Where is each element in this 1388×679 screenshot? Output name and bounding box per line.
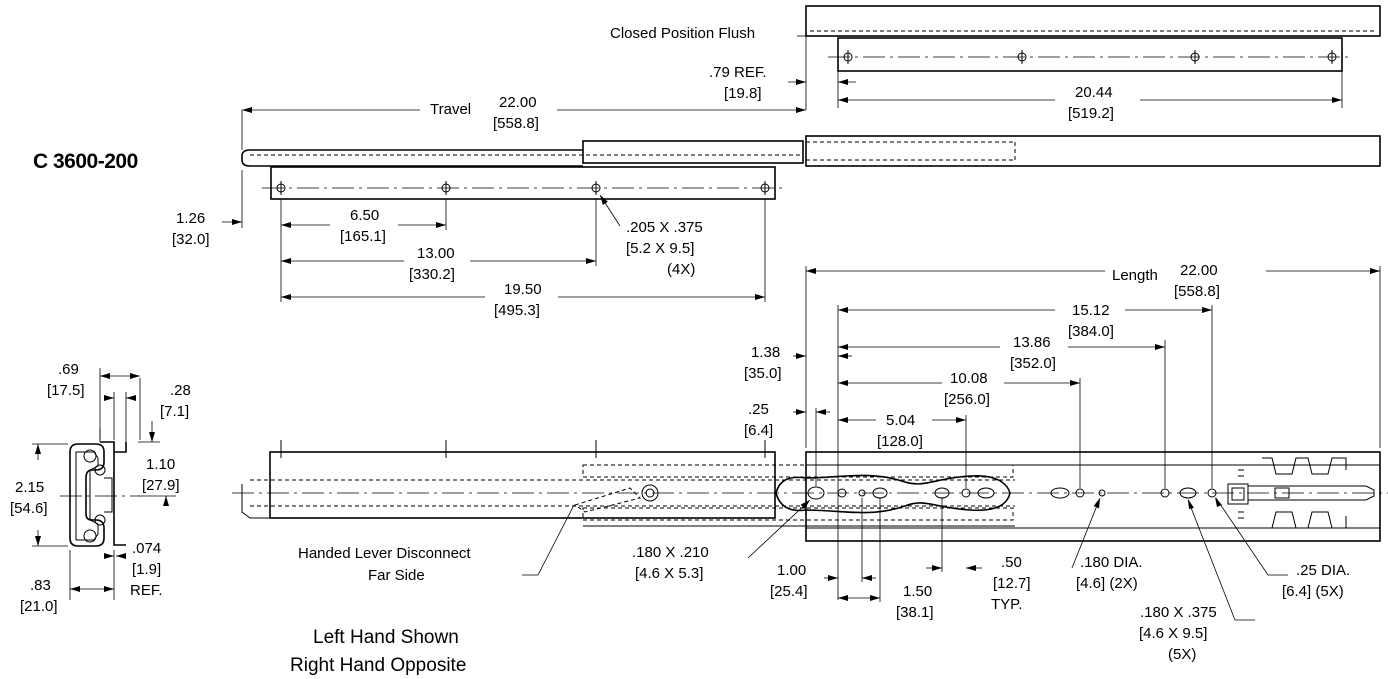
- dim-slot-205-mm: [5.2 X 9.5]: [626, 240, 694, 257]
- dim-length: 22.00: [1180, 262, 1218, 279]
- lever-note-line1: Handed Lever Disconnect: [298, 545, 471, 562]
- dim-28-mm: [7.1]: [160, 403, 189, 420]
- dim-dia-180-mm: [4.6] (2X): [1076, 575, 1138, 592]
- dim-650-mm: [165.1]: [340, 228, 386, 245]
- dim-28: .28: [170, 382, 191, 399]
- mount-hole-marks-extended: [276, 181, 770, 195]
- dim-2044: 20.44: [1075, 84, 1113, 101]
- dim-slot-205-qty: (4X): [667, 261, 695, 278]
- dim-1386-mm: [352.0]: [1010, 355, 1056, 372]
- dim-1008: 10.08: [950, 370, 988, 387]
- dim-25-mm: [6.4]: [744, 422, 773, 439]
- dim-slot-375-qty: (5X): [1168, 646, 1196, 663]
- dim-504: 5.04: [886, 412, 915, 429]
- dim-79-ref: .79 REF.: [709, 64, 767, 81]
- slide-side-view: [232, 440, 1388, 542]
- dim-650: 6.50: [350, 207, 379, 224]
- dim-dia-25: .25 DIA.: [1296, 562, 1350, 579]
- dim-slot-375-mm: [4.6 X 9.5]: [1139, 625, 1207, 642]
- dim-074-ref: REF.: [130, 582, 163, 599]
- dim-100: 1.00: [777, 562, 806, 579]
- dim-138: 1.38: [751, 344, 780, 361]
- dim-50: .50: [1001, 554, 1022, 571]
- dim-074-mm: [1.9]: [132, 561, 161, 578]
- mount-hole-marks: [843, 50, 1337, 64]
- dim-69: .69: [58, 361, 79, 378]
- dim-83-mm: [21.0]: [20, 598, 58, 615]
- dim-1950-mm: [495.3]: [494, 302, 540, 319]
- left-hand-note: Left Hand Shown: [313, 627, 459, 648]
- dim-215: 2.15: [15, 479, 44, 496]
- dim-2044-mm: [519.2]: [1068, 105, 1114, 122]
- dim-138-mm: [35.0]: [744, 365, 782, 382]
- dim-69-mm: [17.5]: [47, 382, 85, 399]
- dim-dia-180: .180 DIA.: [1080, 554, 1143, 571]
- dim-25: .25: [748, 401, 769, 418]
- dim-dia-25-mm: [6.4] (5X): [1282, 583, 1344, 600]
- dim-length-mm: [558.8]: [1174, 283, 1220, 300]
- extended-rail-view: [241, 110, 1381, 302]
- rail-cross-section: [32, 368, 141, 600]
- dim-110-mm: [27.9]: [142, 477, 180, 494]
- dim-1300: 13.00: [417, 245, 455, 262]
- dim-79-ref-mm: [19.8]: [724, 85, 762, 102]
- dim-1300-mm: [330.2]: [409, 266, 455, 283]
- dim-travel-label: Travel: [430, 101, 471, 118]
- lever-note-line2: Far Side: [368, 567, 425, 584]
- dim-1386: 13.86: [1013, 334, 1051, 351]
- dim-slot-205: .205 X .375: [626, 219, 703, 236]
- dim-126: 1.26: [176, 210, 205, 227]
- dim-83: .83: [30, 577, 51, 594]
- dim-504-mm: [128.0]: [877, 433, 923, 450]
- dim-travel: 22.00: [499, 94, 537, 111]
- dim-slot-180: .180 X .210: [632, 544, 709, 561]
- dim-074: .074: [132, 540, 161, 557]
- disconnect-mechanism: [1227, 457, 1375, 529]
- closed-rail-view: [797, 5, 1381, 110]
- dim-215-mm: [54.6]: [10, 500, 48, 517]
- right-hand-note: Right Hand Opposite: [290, 655, 466, 676]
- side-view-extension-lines: [805, 266, 1381, 602]
- dim-1512: 15.12: [1072, 302, 1110, 319]
- dim-50-typ: TYP.: [991, 596, 1022, 613]
- dim-50-mm: [12.7]: [993, 575, 1031, 592]
- dim-slot-375: .180 X .375: [1140, 604, 1217, 621]
- dim-1950: 19.50: [504, 281, 542, 298]
- dim-length-label: Length: [1112, 267, 1158, 284]
- dim-150: 1.50: [903, 583, 932, 600]
- dim-slot-180-mm: [4.6 X 5.3]: [635, 565, 703, 582]
- dim-100-mm: [25.4]: [770, 583, 808, 600]
- dim-travel-mm: [558.8]: [493, 115, 539, 132]
- dim-126-mm: [32.0]: [172, 231, 210, 248]
- dim-150-mm: [38.1]: [896, 604, 934, 621]
- closed-position-label: Closed Position Flush: [610, 25, 755, 42]
- dim-110: 1.10: [146, 456, 175, 473]
- model-title: C 3600-200: [33, 150, 138, 173]
- dim-1008-mm: [256.0]: [944, 391, 990, 408]
- dim-1512-mm: [384.0]: [1068, 323, 1114, 340]
- side-view-holes: [807, 486, 1217, 500]
